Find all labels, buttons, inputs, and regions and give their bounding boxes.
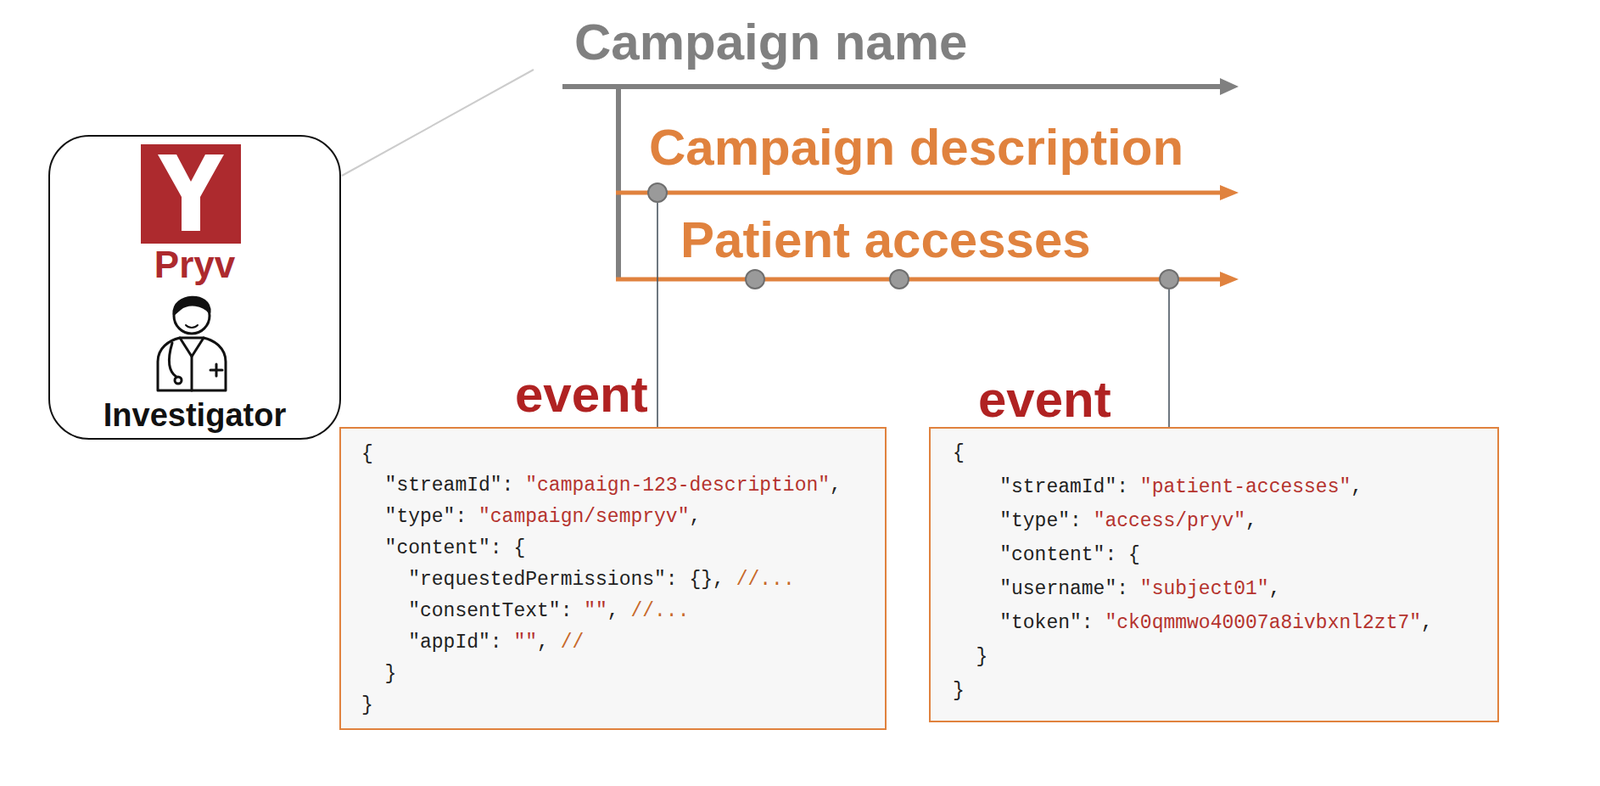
code-token: "appId": (408, 631, 502, 654)
code-token: { (1128, 543, 1141, 566)
code-line: "token": "ck0qmmwo40007a8ivbxnl2zt7", (952, 605, 1433, 640)
code-token: "access/pryv" (1093, 509, 1246, 532)
code-line: "streamId": "campaign-123-description", (361, 469, 842, 502)
code-line: "content": { (361, 532, 526, 565)
code-token: , (537, 631, 549, 654)
code-token: } (952, 679, 965, 702)
code-token: } (361, 693, 374, 717)
code-line: "content": { (952, 537, 1141, 572)
actor-box: PryvInvestigator (48, 134, 342, 440)
leader-line (341, 69, 534, 176)
stethoscope (169, 342, 177, 377)
code-token: "type": (385, 505, 468, 528)
code-token: "username": (999, 577, 1129, 600)
code-line: "username": "subject01", (952, 571, 1281, 606)
code-token: //... (630, 599, 689, 622)
code-line: } (361, 689, 374, 722)
code-token: "token": (999, 611, 1093, 634)
code-token: } (976, 645, 989, 668)
code-token: { (952, 441, 965, 465)
stream-branch (615, 83, 621, 281)
coat (157, 337, 226, 391)
event-heading: event (978, 374, 1112, 426)
code-token: "content": (999, 543, 1117, 566)
logo-glyph (157, 154, 224, 231)
code-token: { (513, 537, 526, 560)
role-label: Investigator (50, 398, 340, 431)
code-token: , (829, 474, 842, 497)
event-dot (648, 183, 667, 202)
smile (185, 324, 198, 328)
code-token: "streamId": (999, 475, 1129, 498)
code-line: } (952, 673, 965, 708)
code-token: "" (513, 631, 538, 654)
code-line: "streamId": "patient-accesses", (952, 469, 1363, 504)
event-dot (745, 269, 765, 289)
code-token: } (385, 662, 398, 685)
code-token: "ck0qmmwo40007a8ivbxnl2zt7" (1104, 611, 1421, 634)
code-line: { (952, 436, 965, 470)
code-token: "content": (385, 537, 503, 560)
code-line: } (952, 639, 988, 674)
code-token: , (1420, 611, 1433, 634)
code-token: "requestedPermissions": (408, 568, 677, 591)
code-token: "campaign/sempryv" (478, 505, 689, 528)
timeline (615, 277, 1224, 282)
event-dot (889, 269, 909, 289)
code-token: "type": (999, 509, 1082, 532)
logo-square (140, 144, 241, 244)
stream-label: Patient accesses (680, 214, 1091, 266)
code-token: "consentText": (408, 599, 572, 622)
code-line: "appId": "", // (361, 626, 584, 659)
code-token: , (607, 599, 620, 622)
code-token: "campaign-123-description" (525, 474, 830, 497)
stream-label: Campaign name (574, 16, 968, 68)
code-token: // (560, 631, 585, 654)
code-token: , (1350, 475, 1363, 498)
arrowhead (1219, 184, 1239, 201)
hair (173, 296, 210, 314)
event-pointer (656, 202, 659, 427)
code-token: , (1245, 509, 1258, 532)
code-token: {}, (688, 568, 724, 591)
arrowhead (1219, 78, 1239, 96)
stream-label: Campaign description (648, 122, 1184, 174)
coat-line (190, 356, 194, 391)
code-token: { (361, 442, 374, 465)
stethoscope-head (174, 376, 182, 384)
code-line: "type": "access/pryv", (952, 503, 1258, 538)
timeline (615, 190, 1224, 196)
code-line: { (361, 438, 374, 470)
event-heading: event (514, 369, 649, 420)
brand-name: Pryv (50, 246, 340, 284)
arrowhead (1219, 271, 1239, 287)
collar (179, 337, 204, 357)
code-token: , (1269, 577, 1282, 600)
cross (210, 363, 223, 376)
code-token: "" (583, 599, 608, 622)
code-line: } (361, 658, 397, 690)
head (173, 297, 210, 334)
event-dot (1159, 269, 1179, 289)
code-token: //... (736, 568, 795, 591)
event-pointer (1168, 289, 1170, 427)
event-box: event{"streamId":"patient-accesses","typ… (928, 426, 1500, 722)
event-box: event{"streamId":"campaign-123-descripti… (339, 426, 887, 730)
timeline (562, 83, 1224, 90)
code-token: "streamId": (385, 474, 515, 497)
code-token: "subject01" (1140, 577, 1270, 600)
investigator-icon (157, 296, 226, 391)
code-line: "requestedPermissions": {}, //... (361, 564, 795, 596)
code-token: "patient-accesses" (1140, 475, 1351, 498)
code-line: "type": "campaign/sempryv", (361, 501, 701, 533)
code-token: , (688, 505, 701, 528)
code-line: "consentText": "", //... (361, 595, 689, 627)
